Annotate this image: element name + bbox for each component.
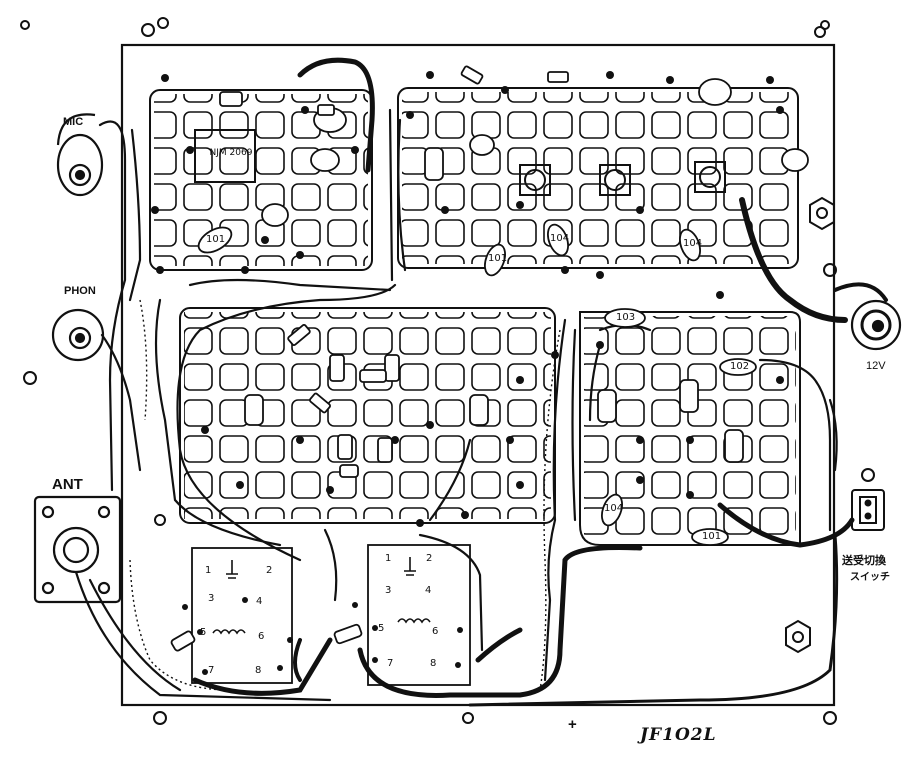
- phon-label: PHON: [64, 285, 96, 297]
- pad-board-upper-right: [397, 87, 799, 269]
- switch-label-line1: 送受切換: [842, 555, 886, 567]
- coil-windings: [212, 557, 431, 635]
- power-connector: [850, 299, 902, 351]
- plus-label: +: [568, 716, 577, 733]
- ant-connector: [33, 495, 122, 604]
- wire-runs: [74, 108, 838, 702]
- mic-connector: [56, 113, 104, 197]
- chip-label-103: 103: [616, 312, 636, 323]
- chip-label-102: 102: [730, 361, 750, 372]
- shielded-cable: [129, 299, 561, 691]
- ant-label: ANT: [52, 476, 83, 493]
- coil-right-pin-2: 2: [426, 553, 433, 564]
- coil-left-pin-7: 7: [208, 665, 215, 676]
- coil-right-pin-1: 1: [385, 553, 392, 564]
- chip-label-104-b: 104: [550, 233, 570, 244]
- coil-right-pin-6: 6: [432, 626, 439, 637]
- coil-left-pin-2: 2: [266, 565, 273, 576]
- solder-joints: [151, 71, 784, 675]
- coil-left-pin-5: 5: [200, 627, 207, 638]
- chip-label-101-b: 101: [488, 253, 508, 264]
- hex-nuts: [785, 196, 835, 654]
- ic-marking: NJM 2069: [209, 148, 253, 158]
- mounting-holes: [20, 17, 837, 725]
- coil-right-pin-7: 7: [387, 658, 394, 669]
- coil-board-right: [367, 544, 471, 686]
- coil-right-pin-5: 5: [378, 623, 385, 634]
- tr-switch: [851, 468, 885, 531]
- mic-label: MIC: [63, 116, 84, 128]
- coil-left-pin-6: 6: [258, 631, 265, 642]
- coil-right-pin-4: 4: [425, 585, 432, 596]
- chip-label-104-c: 104: [683, 238, 703, 249]
- ic-chip: [194, 129, 256, 183]
- wire-harness: [192, 57, 888, 707]
- components: [170, 65, 809, 652]
- coil-left-pin-1: 1: [205, 565, 212, 576]
- power-label: 12V: [866, 360, 886, 372]
- coil-left-pin-8: 8: [255, 665, 262, 676]
- phon-connector: [51, 308, 105, 362]
- trimmer-pots: [519, 161, 726, 196]
- chip-label-101-a: 101: [702, 531, 722, 542]
- coil-right-pin-3: 3: [385, 585, 392, 596]
- board-id-label: JF1O2L: [640, 725, 717, 745]
- coil-board-left: [191, 547, 293, 684]
- coil-left-pin-4: 4: [256, 596, 263, 607]
- coil-right-pin-8: 8: [430, 658, 437, 669]
- switch-label-line2: スイッチ: [850, 572, 890, 583]
- coil-left-pin-3: 3: [208, 593, 215, 604]
- chip-label-101-c: 101: [206, 234, 226, 245]
- pad-board-middle-left: [179, 307, 556, 524]
- chip-label-104-a: 104: [604, 503, 624, 514]
